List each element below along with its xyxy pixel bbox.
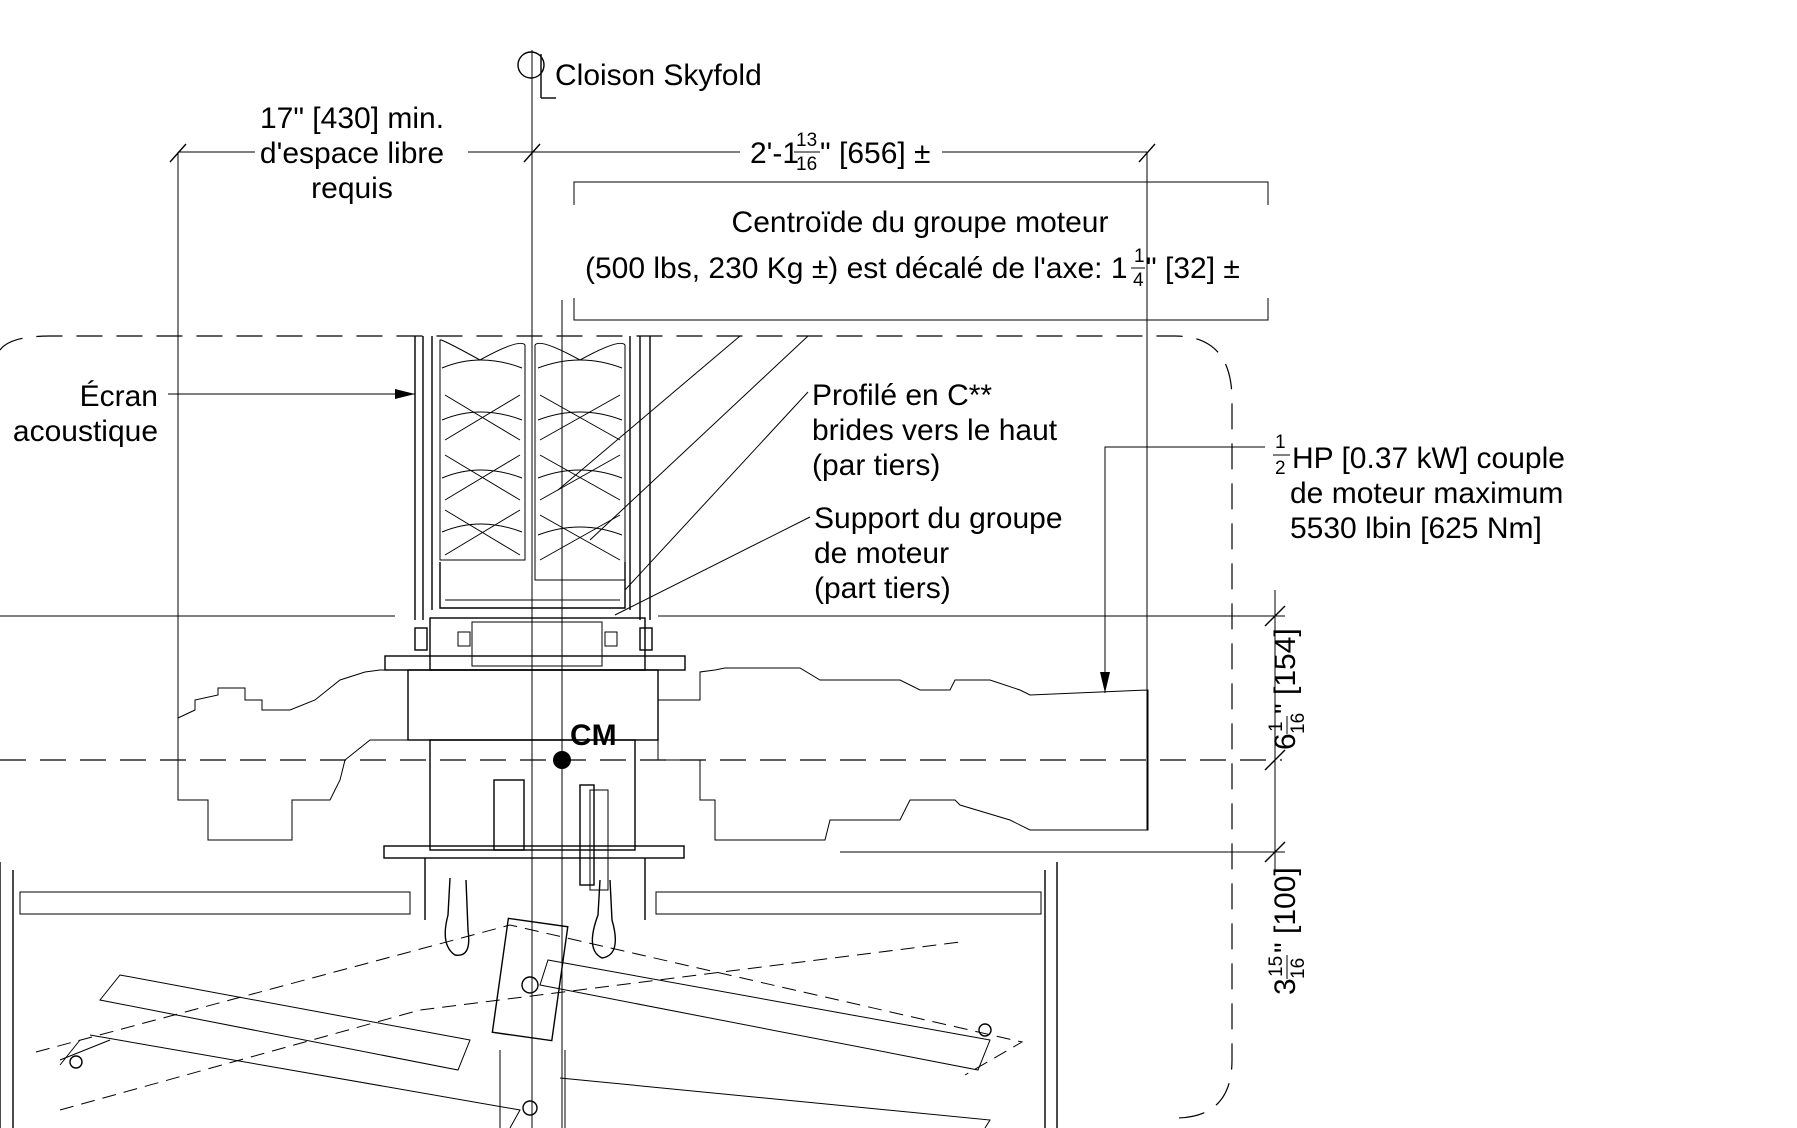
vertical-dimension-lines	[840, 590, 1286, 870]
svg-text:3: 3	[1269, 978, 1302, 995]
svg-text:15: 15	[1266, 956, 1287, 977]
center-mass-point	[553, 751, 571, 769]
hinge-clips	[444, 877, 616, 959]
svg-text:16: 16	[1288, 713, 1309, 734]
svg-text:Centroïde du groupe moteur: Centroïde du groupe moteur	[732, 206, 1109, 239]
svg-text:" [154]: " [154]	[1269, 628, 1302, 714]
svg-text:(par tiers): (par tiers)	[812, 449, 940, 482]
insulation-right	[534, 342, 626, 581]
wall-panel	[414, 336, 651, 620]
svg-text:" [100]: " [100]	[1269, 867, 1302, 953]
svg-text:(500 lbs, 230 Kg ±) est décalé: (500 lbs, 230 Kg ±) est décalé de l'axe:…	[585, 252, 1128, 285]
svg-text:Écran: Écran	[80, 380, 158, 413]
svg-text:13: 13	[796, 130, 817, 151]
svg-text:d'espace libre: d'espace libre	[260, 137, 444, 170]
motor-spec-label: 1 2 HP [0.37 kW] couple de moteur maximu…	[1273, 432, 1565, 545]
ceiling-enclosure-dashed	[0, 335, 1233, 1119]
svg-text:16: 16	[1288, 958, 1309, 979]
svg-text:2'-1: 2'-1	[750, 137, 799, 170]
right-motor-silhouette	[657, 667, 1149, 841]
centroid-leader-2	[589, 335, 809, 541]
motor-support-label: Support du groupe de moteur (part tiers)	[814, 502, 1063, 605]
svg-text:Profilé en C**: Profilé en C**	[812, 379, 992, 412]
centerline-symbol	[517, 51, 556, 99]
svg-text:2: 2	[1275, 458, 1286, 479]
centroid-label: Centroïde du groupe moteur (500 lbs, 230…	[585, 206, 1240, 291]
centerline-label: Cloison Skyfold	[555, 59, 762, 92]
dim-upper-label: 6 1 16 " [154]	[1266, 628, 1309, 750]
centroid-bracket	[573, 181, 1269, 321]
motor-support-leader	[614, 516, 811, 616]
center-mass-label: CM	[570, 719, 617, 752]
leader-arrow	[395, 389, 415, 399]
svg-text:HP [0.37 kW] couple: HP [0.37 kW] couple	[1292, 442, 1565, 475]
svg-text:de moteur: de moteur	[814, 537, 949, 570]
c-profile-channel	[439, 562, 626, 609]
motor-support-bracket	[384, 617, 686, 671]
gearbox-housing	[407, 669, 659, 741]
svg-text:4: 4	[1133, 270, 1144, 291]
motor-spec-leader	[1104, 446, 1265, 693]
svg-text:17" [430] min.: 17" [430] min.	[260, 102, 444, 135]
svg-text:(part tiers): (part tiers)	[814, 572, 951, 605]
svg-text:requis: requis	[311, 172, 393, 205]
floor-track-right	[655, 862, 1058, 1128]
swing-dashed-outline	[35, 924, 1024, 1111]
svg-text:1: 1	[1134, 246, 1145, 267]
svg-text:1: 1	[1266, 721, 1287, 732]
motor-spec-arrow	[1100, 672, 1110, 693]
clearance-label: 17" [430] min. d'espace libre requis	[260, 102, 444, 205]
svg-text:5530 lbin [625 Nm]: 5530 lbin [625 Nm]	[1290, 512, 1542, 545]
svg-text:" [32] ±: " [32] ±	[1146, 252, 1240, 285]
panel-links	[59, 917, 992, 1128]
lower-mechanism	[383, 739, 685, 920]
svg-text:1: 1	[1275, 432, 1286, 453]
acoustic-screen-label: Écran acoustique	[13, 380, 158, 448]
svg-text:brides vers le haut: brides vers le haut	[812, 414, 1058, 447]
c-profile-label: Profilé en C** brides vers le haut (par …	[812, 379, 1058, 482]
insulation-left	[439, 339, 526, 561]
left-motor-silhouette	[177, 669, 409, 841]
c-profile-leader	[624, 391, 809, 591]
svg-text:16: 16	[796, 154, 817, 175]
floor-track-left	[0, 862, 411, 1128]
svg-text:6: 6	[1269, 733, 1302, 750]
centroid-leader-1	[557, 335, 741, 491]
svg-text:" [656] ±: " [656] ±	[820, 137, 931, 170]
top-dimension-line	[169, 143, 1156, 830]
svg-text:de moteur maximum: de moteur maximum	[1290, 477, 1563, 510]
dim-lower-label: 3 15 16 " [100]	[1266, 867, 1309, 995]
offset-dimension-label: 2'-1 13 16 " [656] ±	[750, 130, 931, 175]
svg-text:acoustique: acoustique	[13, 415, 158, 448]
svg-text:Support du groupe: Support du groupe	[814, 502, 1063, 535]
